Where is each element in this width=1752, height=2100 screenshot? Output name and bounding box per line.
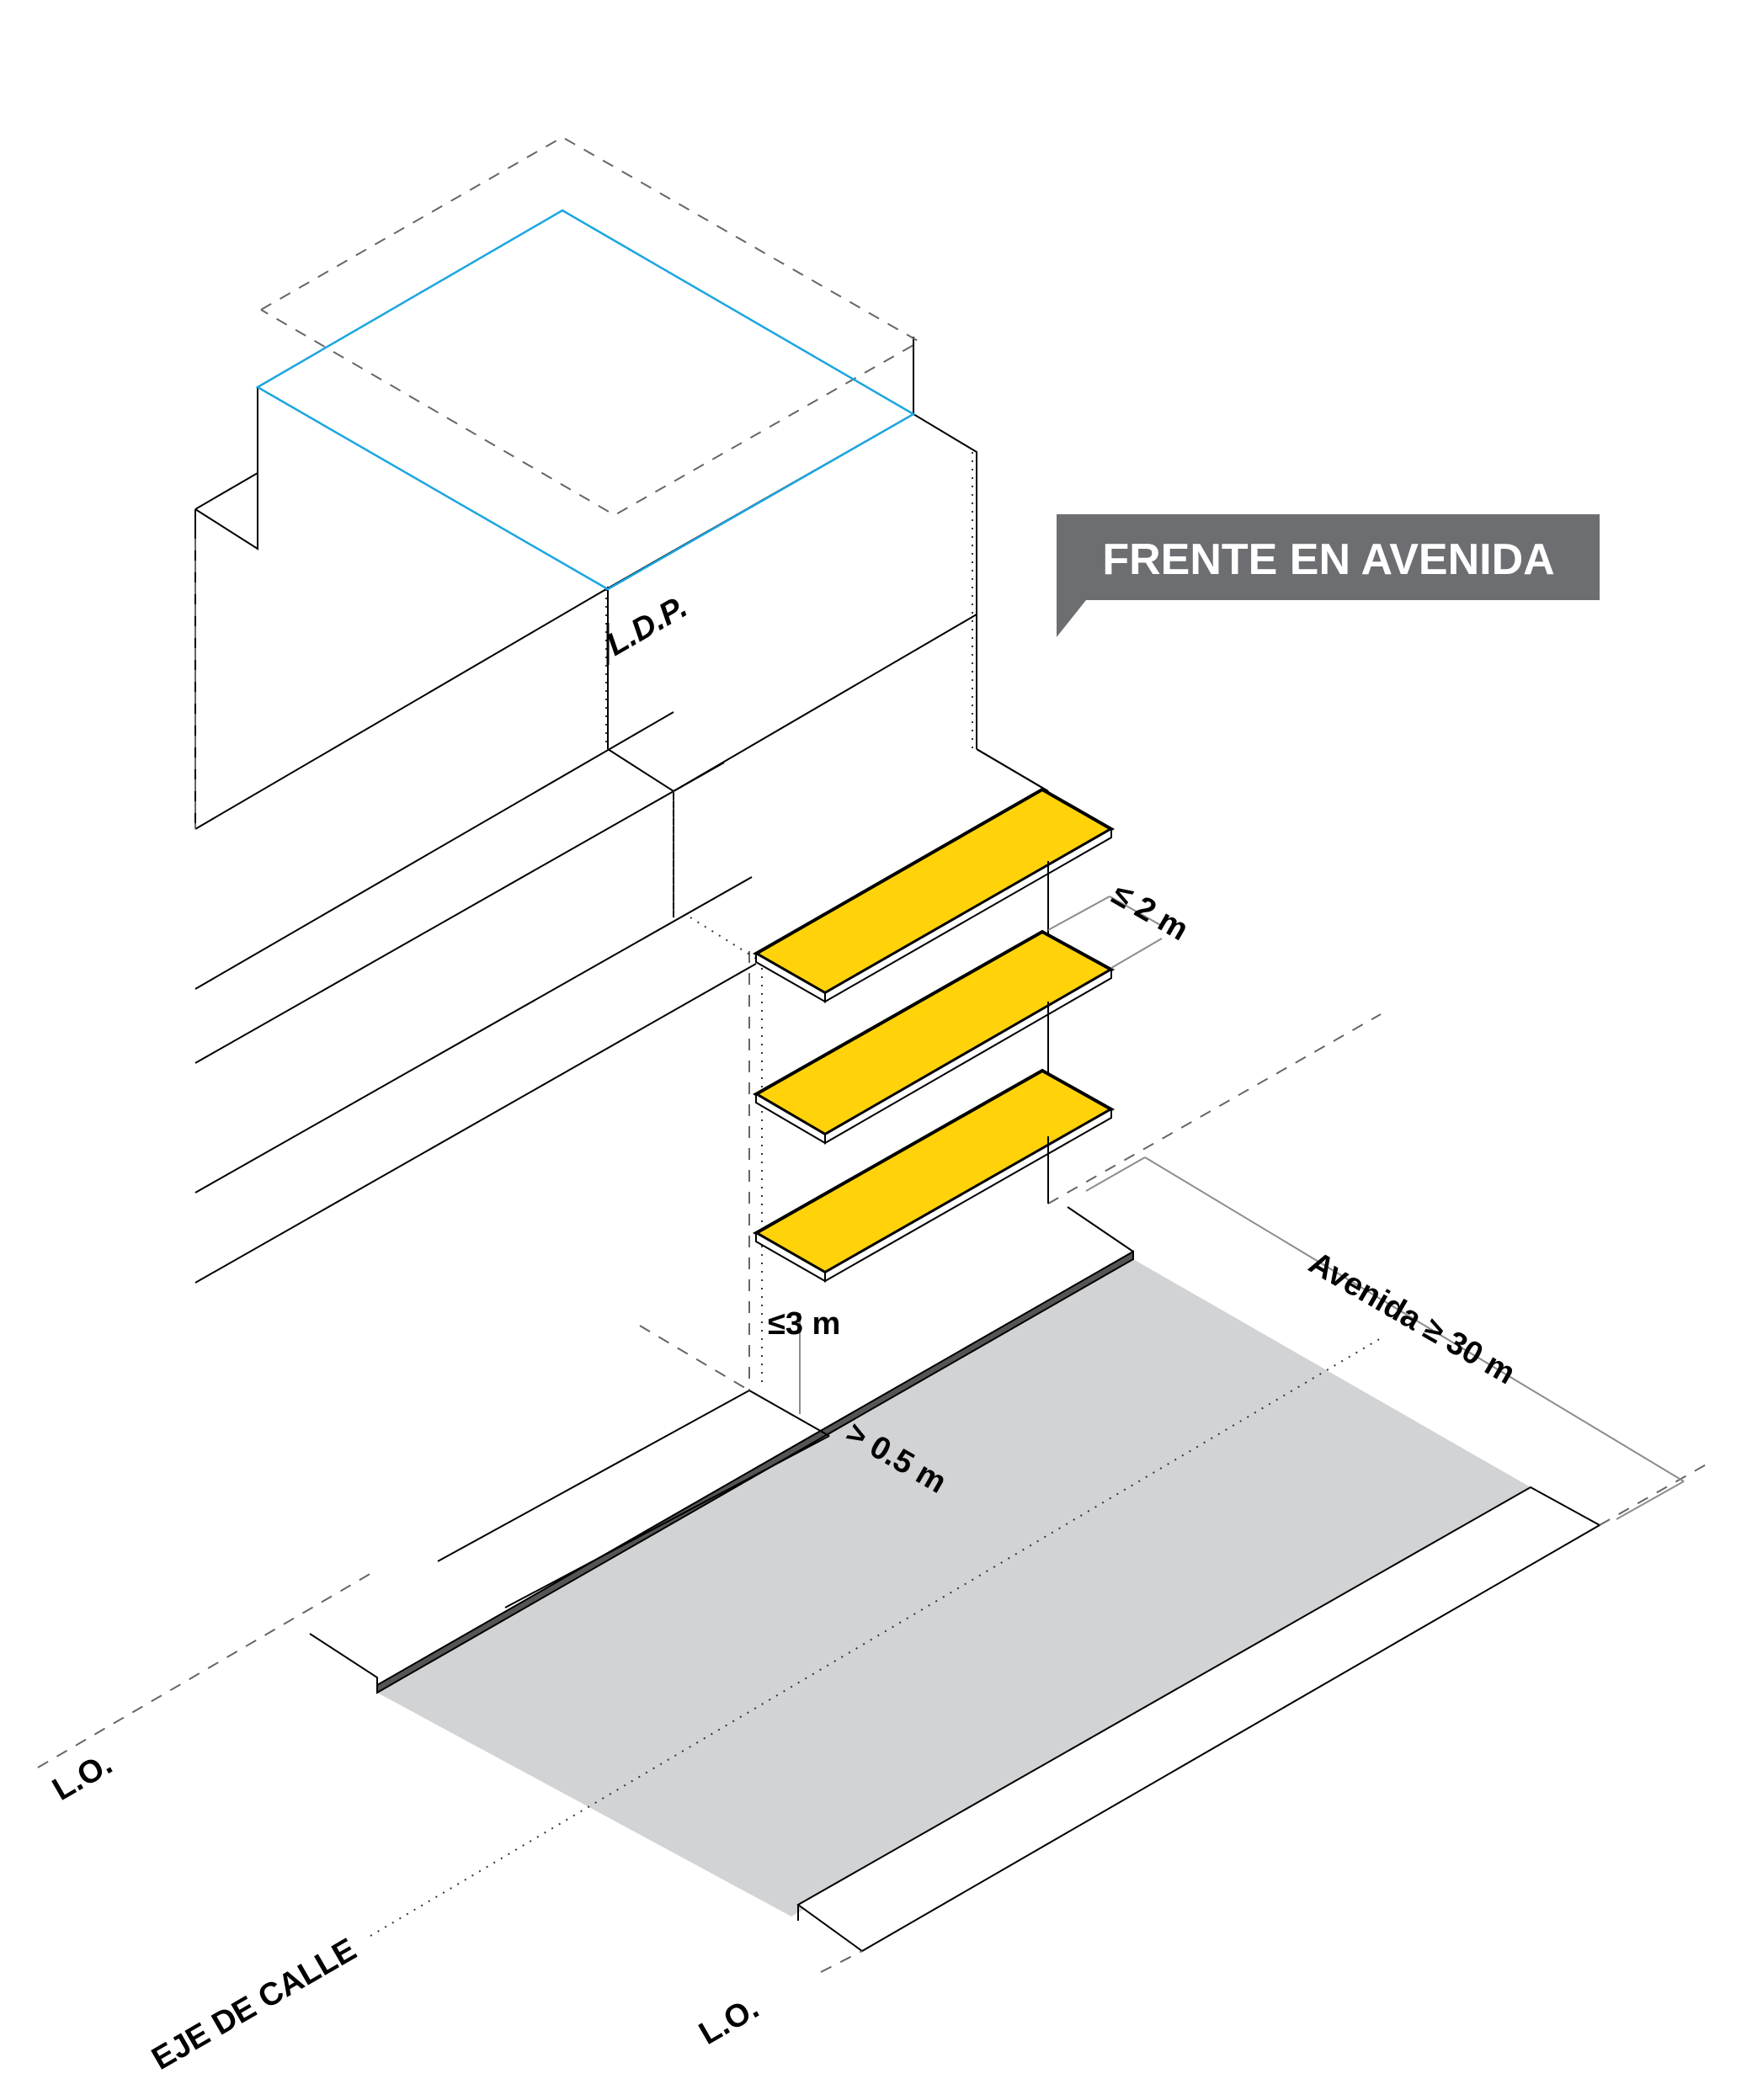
balcony-middle bbox=[752, 929, 1116, 1145]
label-max-2m: ≤ 2 m bbox=[1106, 876, 1195, 948]
label-ldp: L.D.P. bbox=[601, 589, 694, 663]
sidewalk-left-edge bbox=[309, 1633, 378, 1693]
balcony-bottom bbox=[752, 1068, 1116, 1283]
sidewalk-left-corner bbox=[748, 1390, 830, 1437]
dotted-lines bbox=[370, 452, 1382, 1937]
sidewalk-left-end bbox=[1067, 1206, 1134, 1252]
label-max-3m: ≤3 m bbox=[768, 1306, 840, 1342]
label-eje-de-calle: EJE DE CALLE bbox=[146, 1932, 363, 2077]
callout-title: FRENTE EN AVENIDA bbox=[1102, 535, 1554, 584]
street-surface bbox=[377, 1259, 1531, 1917]
sidewalk-left-inner bbox=[504, 1435, 830, 1608]
callout-frente-en-avenida: FRENTE EN AVENIDA bbox=[1057, 514, 1600, 637]
dashed-lines bbox=[37, 136, 1710, 1973]
balcony-top bbox=[752, 787, 1116, 1003]
sidewalk-left-top bbox=[437, 1390, 750, 1562]
label-avenida: Avenida ≥ 30 m bbox=[1303, 1245, 1521, 1391]
label-lo-bottom: L.O. bbox=[694, 1990, 765, 2051]
dimension-lines bbox=[799, 896, 1685, 1520]
roof-outline bbox=[255, 209, 916, 591]
building-lines bbox=[194, 337, 1049, 1284]
